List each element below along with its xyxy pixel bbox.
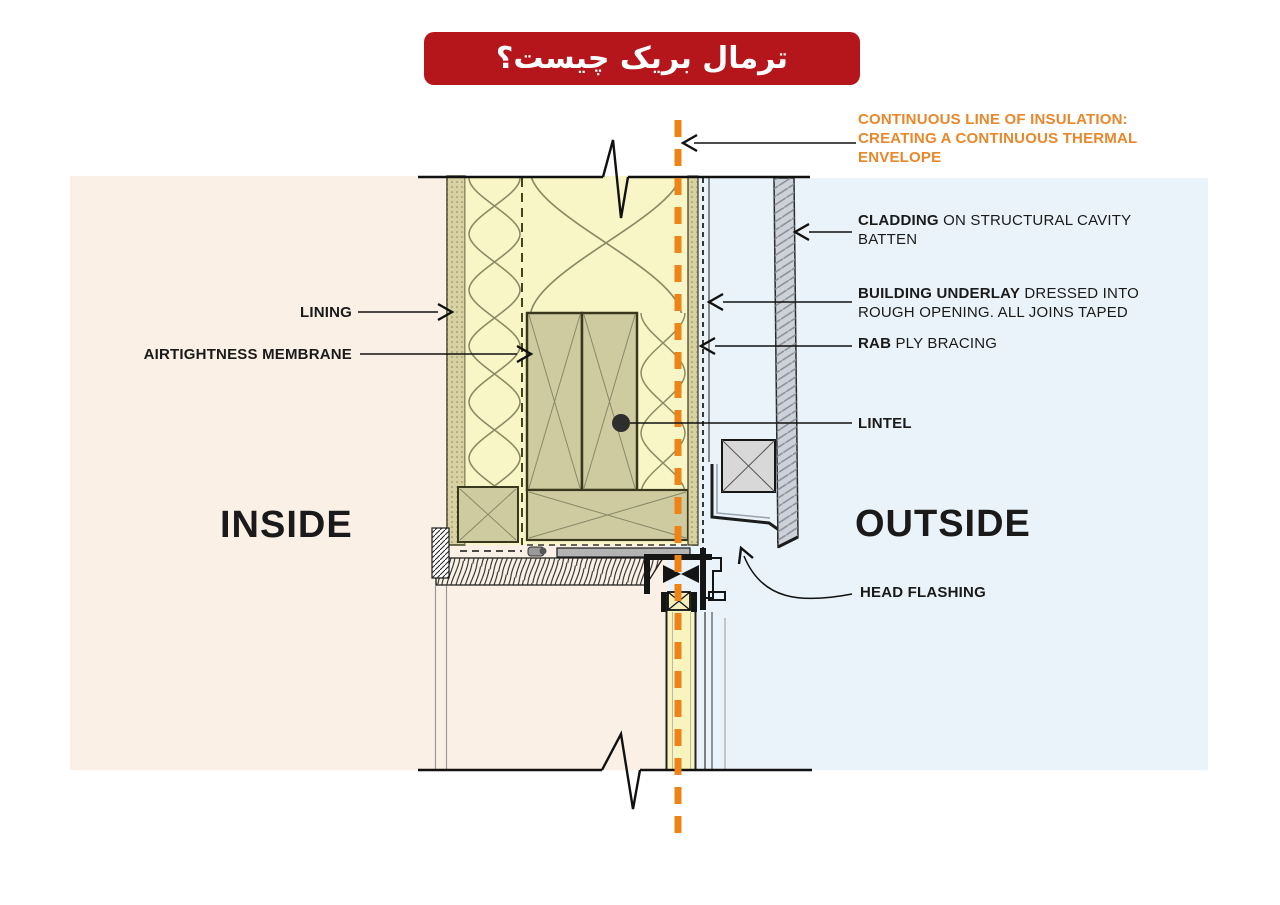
rab-label: RAB PLY BRACING (858, 335, 998, 352)
insulation-batt-inner (466, 178, 522, 488)
inside-label: INSIDE (220, 504, 353, 546)
cavity-batten (721, 439, 776, 493)
lintel-label: LINTEL (858, 415, 912, 432)
outside-label: OUTSIDE (855, 503, 1031, 545)
timber-plate (457, 486, 690, 543)
section-break-lines (418, 139, 812, 810)
lintel-timber (525, 311, 639, 492)
window-head-detail (431, 439, 780, 610)
insulation-batt-main (524, 178, 687, 313)
packer-strip (556, 547, 691, 558)
airtightness-membrane-label: AIRTIGHTNESS MEMBRANE (143, 346, 352, 363)
lintel-callout-dot (612, 414, 630, 432)
insulation-note-label: CONTINUOUS LINE OF INSULATION: CREATING … (858, 111, 1138, 166)
wall-assembly (446, 175, 710, 552)
title-banner: ترمال بریک چیست؟ (424, 32, 860, 85)
cladding-label: CLADDING ON STRUCTURAL CAVITY BATTEN (858, 212, 1132, 248)
page-title: ترمال بریک چیست؟ (495, 41, 789, 76)
building-underlay-label: BUILDING UNDERLAY DRESSED INTO ROUGH OPE… (858, 285, 1140, 321)
insulation-batt-outer (638, 313, 688, 490)
lining-label: LINING (299, 304, 352, 321)
cladding-board (773, 177, 799, 549)
callout-leaders (358, 133, 856, 600)
head-flashing-label: HEAD FLASHING (860, 584, 986, 601)
